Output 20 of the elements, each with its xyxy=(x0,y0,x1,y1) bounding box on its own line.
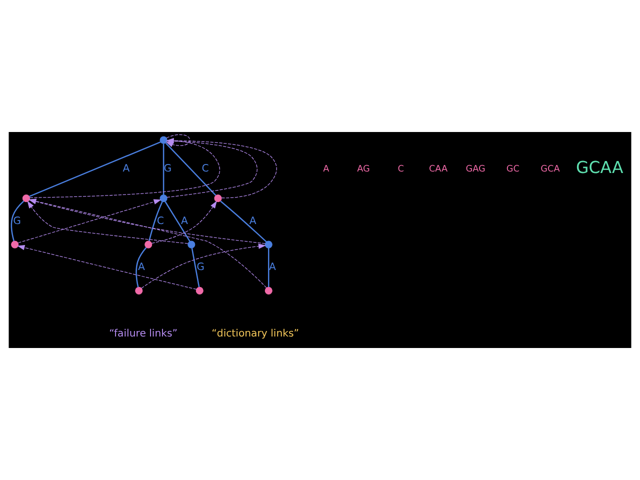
label: GC xyxy=(506,164,520,175)
label: C xyxy=(398,164,404,175)
label: “dictionary links” xyxy=(212,328,299,340)
label: “failure links” xyxy=(109,328,178,340)
label: CAA xyxy=(428,164,448,175)
edge-label: C xyxy=(156,216,164,227)
label: GCAA xyxy=(576,158,624,178)
edge-label: G xyxy=(13,216,21,227)
edge-label: A xyxy=(122,164,130,175)
edge-label: A xyxy=(180,216,188,227)
edge-label: G xyxy=(196,262,205,274)
edge-label: A xyxy=(138,262,145,274)
edge-label: C xyxy=(202,164,209,175)
edge-label: A xyxy=(268,262,276,274)
label: A xyxy=(323,164,330,175)
edge-label: A xyxy=(249,216,256,227)
label: GCA xyxy=(540,164,560,175)
label: AG xyxy=(357,164,370,175)
edge-label: G xyxy=(164,164,172,175)
label: GAG xyxy=(466,164,486,175)
